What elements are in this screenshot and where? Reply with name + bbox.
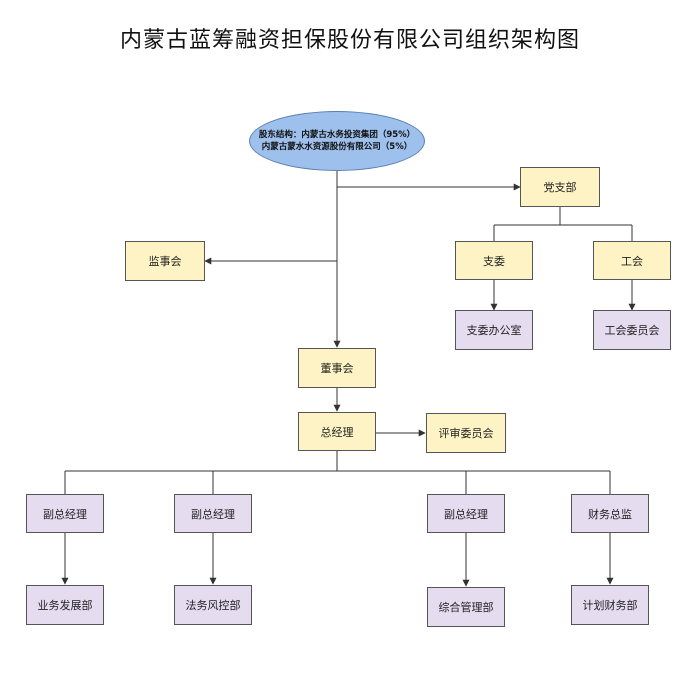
node-business-dept: 业务发展部 xyxy=(26,585,104,625)
node-branch-office: 支委办公室 xyxy=(455,310,533,350)
node-general-mgmt-dept: 综合管理部 xyxy=(427,587,505,627)
node-deputy-gm-3: 副总经理 xyxy=(427,494,505,533)
node-supervisory-board: 监事会 xyxy=(125,241,205,281)
node-board-of-directors: 董事会 xyxy=(298,348,376,388)
node-finance-dept: 计划财务部 xyxy=(571,585,649,625)
shareholder-structure: 股东结构：内蒙古水务投资集团（95%） 内蒙古蒙水水资源股份有限公司（5%） xyxy=(249,111,425,171)
node-deputy-gm-2: 副总经理 xyxy=(174,494,252,533)
node-labor-union: 工会 xyxy=(593,241,671,280)
node-cfo: 财务总监 xyxy=(571,494,649,533)
node-branch-committee: 支委 xyxy=(455,241,533,280)
node-union-committee: 工会委员会 xyxy=(593,310,671,350)
node-deputy-gm-1: 副总经理 xyxy=(26,494,104,533)
shareholder-line-2: 内蒙古蒙水水资源股份有限公司（5%） xyxy=(261,142,413,152)
node-review-committee: 评审委员会 xyxy=(426,413,506,453)
node-legal-risk-dept: 法务风控部 xyxy=(174,585,252,625)
node-general-manager: 总经理 xyxy=(298,412,376,451)
node-party-branch: 党支部 xyxy=(520,167,600,207)
page-title: 内蒙古蓝筹融资担保股份有限公司组织架构图 xyxy=(119,28,580,53)
shareholder-line-1: 股东结构：内蒙古水务投资集团（95%） xyxy=(258,130,416,140)
